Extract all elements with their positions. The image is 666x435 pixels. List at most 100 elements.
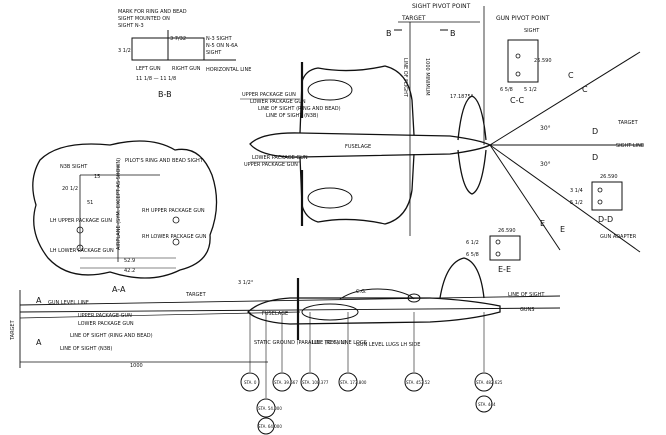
aa-lh-upper-gun	[76, 226, 84, 234]
cc-hole1	[515, 53, 521, 59]
aa-dim52: 52.9	[124, 258, 135, 264]
ee-box	[489, 235, 521, 261]
station-label-8: STA. 444	[478, 402, 496, 407]
bb-note1: MARK FOR RING AND BEAD	[118, 9, 187, 15]
side-dim1000: 1000	[130, 363, 143, 369]
ee-dim-b: 6 1/2	[466, 240, 479, 246]
sight-pivot-label: SIGHT PIVOT POINT	[412, 3, 471, 10]
plan-deg30: 30°	[540, 125, 551, 132]
side-gun-level-line-mark	[19, 295, 561, 306]
section-dd: 26.590 3 1/4 5 1/2 D-D	[570, 174, 623, 224]
side-guns-line	[19, 307, 561, 313]
station-label-6: STA. 453.52	[406, 380, 430, 385]
station-label-3: STA. 64.000	[258, 424, 282, 429]
side-target: TARGET	[185, 292, 207, 298]
bb-left-gun: LEFT GUN	[136, 66, 161, 72]
side-lower-pkg: LOWER PACKAGE GUN	[78, 321, 134, 327]
station-circle-0	[240, 372, 260, 392]
side-gun-level-line: GUN LEVEL LINE	[48, 300, 89, 306]
dd-caption: D-D	[598, 215, 613, 224]
bb-note3: SIGHT N-3	[118, 23, 144, 29]
side-canopy	[339, 288, 415, 300]
section-c-left: C	[568, 71, 574, 80]
aa-rh-lower: RH LOWER PACKAGE GUN	[142, 234, 207, 240]
target-top-label: TARGET	[401, 15, 426, 22]
dd-hole1	[597, 187, 603, 193]
dd-dim-b: 3 1/4	[570, 188, 583, 194]
aa-dim3: 51	[87, 200, 93, 206]
dd-box	[591, 181, 623, 211]
bb-right1: N-3 SIGHT	[206, 36, 233, 42]
cc-box	[507, 39, 539, 83]
section-b-left: B	[386, 29, 392, 38]
side-los-ring: LINE OF SIGHT (RING AND BEAD)	[70, 333, 153, 339]
station-label-2: STA. 54.000	[258, 406, 282, 411]
dd-dim-c: 5 1/2	[570, 200, 583, 206]
bb-horiz: HORIZONTAL LINE	[206, 67, 251, 73]
station-label-4: STA. 108.377	[302, 380, 329, 385]
section-aa: N3B SIGHT PILOT'S RING AND BEAD SIGHT 15…	[32, 140, 218, 294]
cc-sight: SIGHT	[524, 28, 540, 34]
ee-caption: E-E	[498, 265, 511, 274]
bb-right3: SIGHT	[206, 50, 222, 56]
station-circle-8	[475, 395, 493, 413]
side-nacelle	[301, 303, 359, 321]
ee-hole1	[495, 239, 501, 245]
plan-nacelle-lower	[307, 187, 353, 209]
side-guns: GUNS	[520, 307, 534, 313]
plan-gun-adapter: GUN ADAPTER	[600, 234, 637, 240]
plan-ray-steep	[489, 144, 561, 251]
side-marker	[407, 293, 421, 303]
cc-dim-a: 26.590	[534, 58, 552, 64]
station-circle-1	[272, 372, 292, 392]
plan-lower-pkg: LOWER PACKAGE GUN	[250, 99, 306, 105]
station-circle-7	[474, 372, 494, 392]
cc-hole2	[515, 71, 521, 77]
aa-lh-lower-gun	[76, 244, 84, 252]
plan-wing-upper	[299, 65, 415, 136]
side-los-n3b: LINE OF SIGHT (N3B)	[60, 346, 112, 352]
station-circle-3	[257, 417, 275, 435]
bb-right-gun: RIGHT GUN	[172, 66, 201, 72]
section-d-left: D	[592, 127, 598, 136]
section-bb: MARK FOR RING AND BEAD SIGHT MOUNTED ON …	[118, 9, 251, 99]
plan-dim1000: 1000 MINIMUM	[424, 58, 430, 96]
aa-rh-upper: RH UPPER PACKAGE GUN	[142, 208, 205, 214]
bb-dim-top: 3 7/32	[170, 36, 186, 42]
side-a-left2: A	[36, 338, 42, 347]
section-c-right: C	[582, 85, 588, 94]
bb-caption: B-B	[158, 90, 172, 99]
aa-dim1: 15	[94, 174, 100, 180]
aa-dim42: 42.2	[124, 268, 135, 274]
side-target-line	[19, 311, 301, 319]
bb-dim-side: 3 1/2	[118, 48, 131, 54]
side-gun-level-lugs: GUN LEVEL LUGS LH SIDE	[356, 342, 420, 348]
aa-caption: A-A	[112, 285, 126, 294]
plan-ray-down	[489, 144, 641, 253]
aa-cloud-outline	[32, 140, 218, 279]
plan-upper-pkg2: UPPER PACKAGE GUN	[244, 162, 298, 168]
bb-right2: N-5 ON N-6A	[206, 43, 238, 49]
section-e-left: E	[540, 219, 545, 228]
section-ee: 26.590 6 1/2 6 5/8 E-E	[466, 228, 521, 274]
plan-ray-up	[489, 51, 641, 146]
side-dim312: 3 1/2°	[238, 280, 254, 286]
dd-dim-a: 26.590	[600, 174, 618, 180]
side-cg: C.G.	[356, 289, 367, 295]
cc-dim-c: 5 1/2	[524, 87, 537, 93]
side-line-of-sight: LINE OF SIGHT	[508, 292, 545, 298]
side-static-ground: STATIC GROUND (PARALLEL TO GUN)	[254, 340, 346, 346]
side-fuselage	[247, 297, 501, 325]
aa-rh-upper-gun	[172, 216, 180, 224]
plan-view: SIGHT PIVOT POINT TARGET GUN PIVOT POINT…	[240, 3, 644, 253]
plan-target-r: TARGET	[617, 120, 639, 126]
side-target-vert: TARGET	[10, 319, 16, 341]
plan-fuselage-label: FUSELAGE	[345, 144, 371, 150]
station-circle-4	[300, 372, 320, 392]
aa-lh-lower: LH LOWER PACKAGE GUN	[50, 248, 114, 254]
station-circle-2	[256, 398, 276, 418]
plan-wing-lower	[299, 153, 415, 225]
bb-dims-bottom: 11 1/8 — 11 1/8	[136, 76, 176, 82]
